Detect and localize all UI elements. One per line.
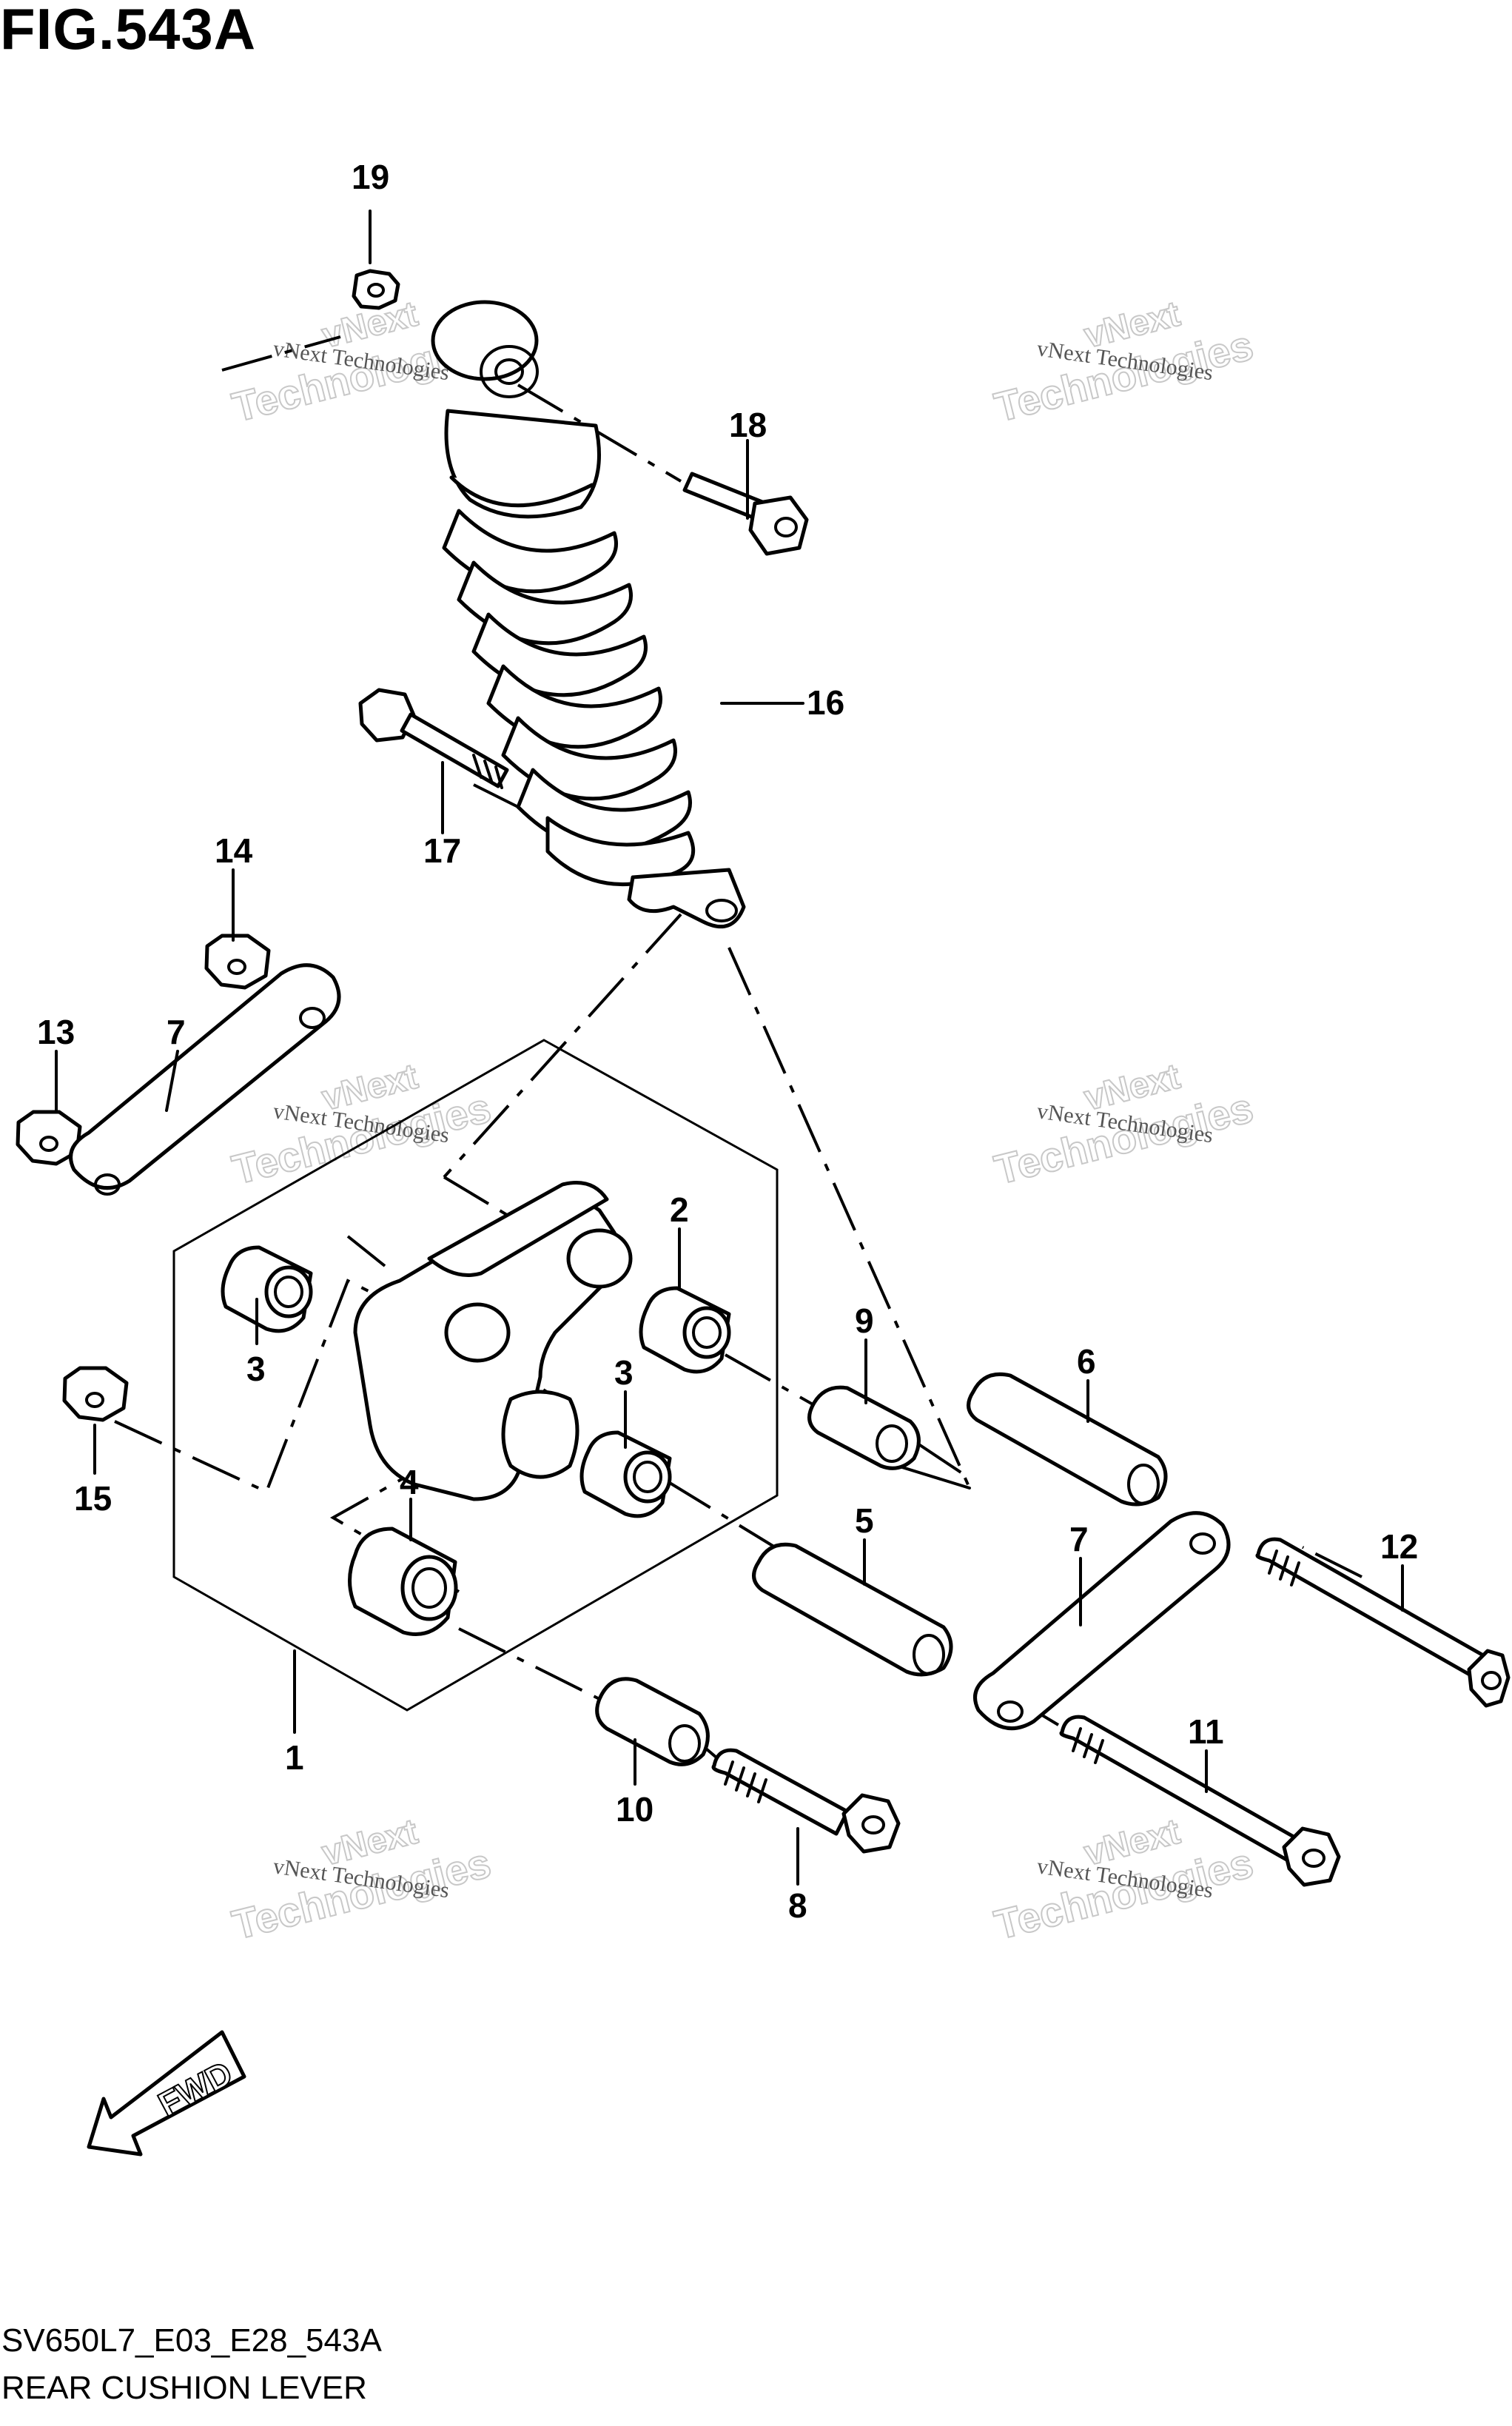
lever-assembly-frame: [172, 1039, 779, 1712]
nut-14[interactable]: [204, 934, 271, 990]
callout-numbers: 19 18 16 17 14 13 7 2 3 3 9 6 4 5 15 7 1…: [37, 158, 1418, 1925]
callout-14: 14: [215, 831, 253, 870]
callout-3-upper: 3: [246, 1350, 266, 1388]
collar-9[interactable]: [807, 1385, 921, 1470]
figure-title: FIG.543A: [0, 0, 257, 61]
pipe-5[interactable]: [752, 1542, 953, 1677]
collar-10[interactable]: [595, 1677, 710, 1766]
cushion-lever-body[interactable]: [353, 1181, 633, 1501]
watermark-bottom-left: Technologies vNext vNext Technologies: [227, 1812, 496, 1949]
link-rod-7-right[interactable]: [973, 1511, 1231, 1731]
callout-16: 16: [807, 683, 844, 722]
bolt-18[interactable]: [682, 472, 809, 556]
bolt-17[interactable]: [358, 688, 509, 789]
callout-3-lower: 3: [614, 1353, 634, 1392]
leader-lines: [55, 210, 1404, 1886]
callout-11: 11: [1188, 1712, 1224, 1751]
bolt-11[interactable]: [1059, 1715, 1341, 1887]
callout-1: 1: [285, 1738, 304, 1777]
bearing-3-lower[interactable]: [579, 1430, 672, 1518]
callout-13: 13: [37, 1013, 75, 1051]
callout-5: 5: [855, 1501, 874, 1540]
figure-code: SV650L7_E03_E28_543A: [1, 2322, 382, 2359]
figure-name: REAR CUSHION LEVER: [1, 2370, 367, 2406]
bearing-3-upper[interactable]: [221, 1245, 313, 1333]
bearing-4[interactable]: [348, 1527, 458, 1636]
shock-absorber-16[interactable]: [431, 300, 746, 929]
bolt-12[interactable]: [1255, 1537, 1511, 1708]
callout-15: 15: [74, 1479, 112, 1518]
bolt-8[interactable]: [711, 1748, 901, 1854]
callout-6: 6: [1077, 1342, 1096, 1381]
callout-8: 8: [788, 1886, 807, 1925]
callout-7-left: 7: [167, 1013, 186, 1051]
watermark-mid-right: Technologies vNext vNext Technologies: [989, 1056, 1258, 1194]
pipe-6[interactable]: [967, 1372, 1168, 1507]
callout-4: 4: [400, 1463, 419, 1501]
watermark-mid-left: Technologies vNext vNext Technologies: [227, 1056, 496, 1194]
callout-10: 10: [616, 1790, 653, 1829]
nut-19[interactable]: [352, 269, 400, 310]
nut-15[interactable]: [62, 1366, 129, 1422]
callout-17: 17: [423, 831, 461, 870]
bearing-2[interactable]: [639, 1286, 731, 1374]
callout-2: 2: [670, 1190, 689, 1229]
callout-18: 18: [729, 406, 767, 444]
link-rod-7-left[interactable]: [69, 963, 341, 1196]
forward-arrow-icon: FWD: [87, 2030, 246, 2157]
callout-19: 19: [352, 158, 389, 196]
watermark-top-right: Technologies vNext vNext Technologies: [989, 294, 1258, 432]
watermark-bottom-right: Technologies vNext vNext Technologies: [989, 1812, 1258, 1949]
callout-7-right: 7: [1069, 1520, 1089, 1558]
callout-12: 12: [1380, 1527, 1418, 1566]
callout-9: 9: [855, 1301, 874, 1340]
